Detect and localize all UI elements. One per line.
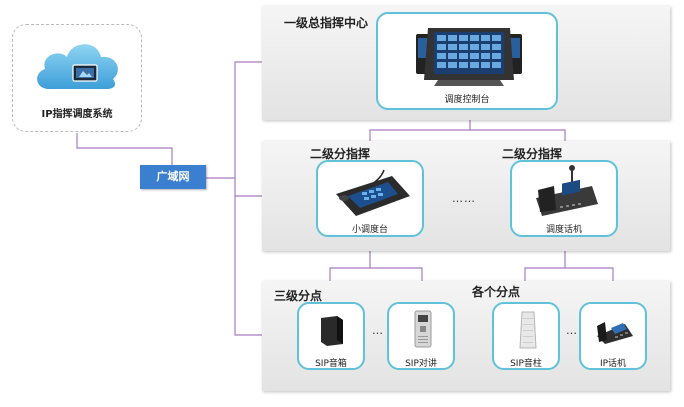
sip-intercom-label: SIP对讲 xyxy=(405,359,437,369)
small-console-card: 小调度台 xyxy=(316,160,424,237)
network-box: 广域网 xyxy=(140,165,206,189)
sip-column-speaker-label: SIP音柱 xyxy=(510,359,542,369)
tier2-right-title: 二级分指挥 xyxy=(502,147,563,161)
cloud-system-label: IP指挥调度系统 xyxy=(41,109,113,120)
ip-phone-card: IP话机 xyxy=(579,302,647,370)
column-speaker-icon xyxy=(519,311,537,349)
dispatch-console-card: 调度控制台 xyxy=(376,12,558,110)
sip-speaker-card: SIP音箱 xyxy=(297,302,365,370)
cloud-system-box: IP指挥调度系统 xyxy=(12,24,142,132)
tier2-ellipsis: …… xyxy=(452,192,476,205)
small-console-label: 小调度台 xyxy=(351,225,388,235)
trunk-line xyxy=(234,61,262,336)
dispatch-phone-card: 调度话机 xyxy=(510,160,618,237)
dispatch-console-label: 调度控制台 xyxy=(444,95,490,105)
sip-intercom-card: SIP对讲 xyxy=(387,302,455,370)
tier2-left-title: 二级分指挥 xyxy=(310,147,371,161)
dispatch-phone-label: 调度话机 xyxy=(545,225,582,235)
intercom-icon xyxy=(414,310,432,348)
tier3-left-ellipsis: … xyxy=(372,324,384,337)
ip-phone-icon xyxy=(597,322,633,344)
small-console-icon xyxy=(336,169,410,216)
sip-speaker-label: SIP音箱 xyxy=(315,359,347,369)
cloud-to-network-line xyxy=(76,133,173,165)
sip-column-speaker-card: SIP音柱 xyxy=(492,302,560,370)
tier3-left-title: 三级分点 xyxy=(274,289,323,303)
tier1-title: 一级总指挥中心 xyxy=(284,16,369,30)
tier3-right-ellipsis: … xyxy=(566,324,578,337)
ip-phone-label: IP话机 xyxy=(599,359,627,369)
speaker-box-icon xyxy=(321,316,343,346)
tier3-right-title: 各个分点 xyxy=(472,285,521,299)
dispatch-phone-icon xyxy=(536,165,598,216)
dispatch-console-icon xyxy=(416,28,522,86)
cloud-icon xyxy=(37,44,118,89)
network-label: 广域网 xyxy=(156,170,190,183)
